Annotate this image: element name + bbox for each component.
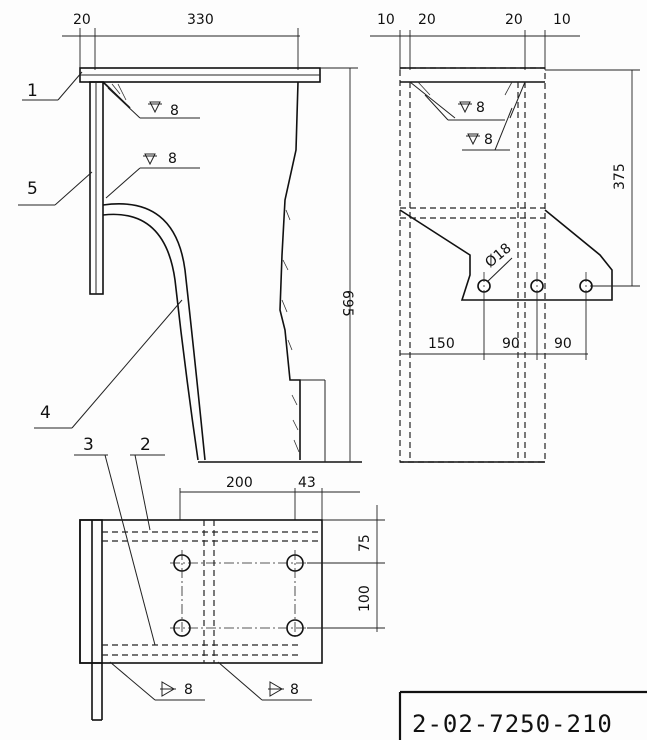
plan-dim-100: 100 [357, 585, 373, 612]
part-label-4: 4 [40, 403, 51, 423]
side-dim-90a: 90 [502, 336, 520, 352]
side-dim-10b: 10 [553, 12, 571, 28]
front-weld-1: 8 [170, 103, 179, 119]
side-dim-20b: 20 [505, 12, 523, 28]
title-block: 2-02-7250-210 [398, 690, 647, 740]
side-dim-20a: 20 [418, 12, 436, 28]
side-dim-10a: 10 [377, 12, 395, 28]
plan-weld-2: 8 [290, 682, 299, 698]
front-dim-695: 695 [339, 290, 355, 317]
side-dim-hole: Ø18 [482, 240, 514, 271]
plan-dim-75: 75 [357, 534, 373, 552]
front-dim-330: 330 [187, 12, 214, 28]
side-view: 10 20 20 10 Ø18 375 [370, 12, 640, 463]
front-weld-2: 8 [168, 151, 177, 167]
front-view: 20 330 695 8 8 [18, 12, 362, 463]
part-label-5: 5 [27, 179, 38, 199]
plan-weld-1: 8 [184, 682, 193, 698]
front-dim-20: 20 [73, 12, 91, 28]
drawing-number: 2-02-7250-210 [412, 710, 613, 738]
side-weld-2: 8 [484, 132, 493, 148]
side-dim-90b: 90 [554, 336, 572, 352]
side-dim-375: 375 [612, 163, 628, 190]
part-label-3: 3 [83, 435, 94, 455]
plan-dim-200: 200 [226, 475, 253, 491]
plan-dim-43: 43 [298, 475, 316, 491]
part-label-2: 2 [140, 435, 151, 455]
part-label-1: 1 [27, 81, 38, 101]
plan-view: 200 43 75 100 3 [74, 435, 385, 721]
side-weld-1: 8 [476, 100, 485, 116]
side-dim-150: 150 [428, 336, 455, 352]
